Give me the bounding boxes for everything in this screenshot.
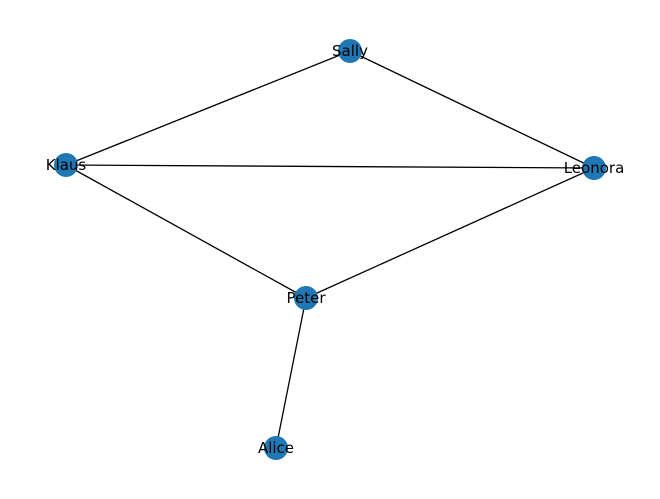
edge-peter-alice	[275, 297, 307, 449]
node-klaus	[54, 153, 78, 177]
node-alice	[264, 436, 288, 460]
node-label-alice: Alice	[258, 439, 294, 457]
edge-sally-leonora	[349, 50, 595, 169]
node-label-peter: Peter	[286, 289, 326, 307]
node-label-sally: Sally	[332, 42, 368, 60]
node-label-klaus: Klaus	[46, 156, 87, 174]
node-sally	[338, 39, 362, 63]
edges-layer	[65, 50, 595, 449]
edge-sally-klaus	[65, 50, 351, 166]
node-peter	[294, 286, 318, 310]
edge-klaus-peter	[65, 164, 307, 299]
edge-leonora-peter	[305, 167, 595, 299]
node-label-leonora: Leonora	[564, 159, 625, 177]
edge-klaus-leonora	[65, 164, 595, 169]
node-leonora	[582, 156, 606, 180]
nodes-layer	[54, 39, 606, 460]
